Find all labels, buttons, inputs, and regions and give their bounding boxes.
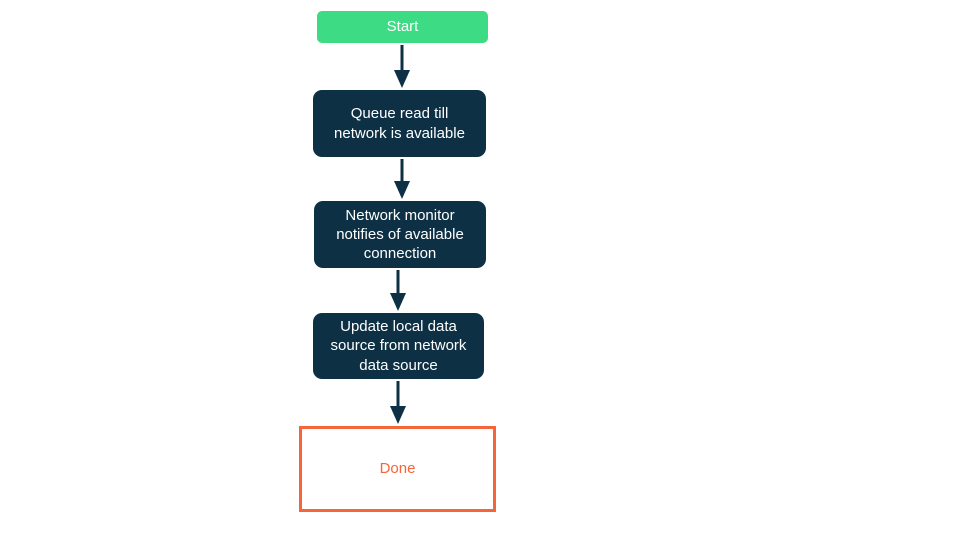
flow-node-network-monitor[interactable]: Network monitor notifies of available co… — [314, 201, 486, 268]
flow-node-update-local[interactable]: Update local data source from network da… — [313, 313, 484, 379]
flow-node-start[interactable]: Start — [317, 11, 488, 43]
arrow-update-local-to-done — [389, 381, 407, 424]
flow-node-done-label: Done — [379, 460, 416, 478]
arrow-start-to-queue-read — [393, 45, 411, 88]
flow-node-queue-read-label: Queue read till network is available — [334, 105, 465, 142]
arrow-network-monitor-to-update-local — [389, 270, 407, 311]
flow-node-update-local-label: Update local data source from network da… — [330, 318, 467, 374]
arrow-queue-read-to-network-monitor — [393, 159, 411, 199]
flow-node-done[interactable]: Done — [299, 426, 496, 512]
flow-node-network-monitor-label: Network monitor notifies of available co… — [336, 206, 464, 263]
flow-node-queue-read[interactable]: Queue read till network is available — [313, 90, 486, 157]
flow-node-start-label: Start — [386, 18, 419, 36]
